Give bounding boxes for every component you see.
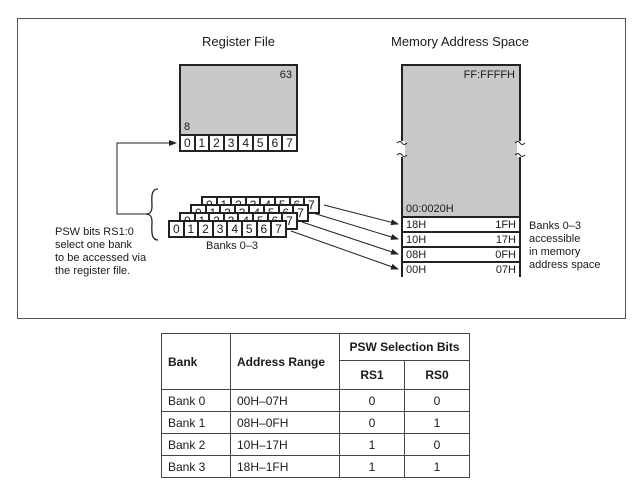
cell-bank: Bank 0: [161, 389, 231, 412]
cell-range: 18H–1FH: [230, 455, 340, 478]
cell-rs0: 1: [404, 455, 470, 478]
memory-note-line: Banks 0–3: [529, 220, 581, 232]
cell-range: 10H–17H: [230, 433, 340, 456]
table-row: Bank 2 10H–17H 1 0: [161, 433, 470, 456]
header-bank: Bank: [161, 333, 231, 390]
psw-note-line: the register file.: [55, 265, 131, 277]
cell-bank: Bank 1: [161, 411, 231, 434]
register-file-cells: 0 1 2 3 4 5 6 7: [179, 134, 298, 152]
header-rs0: RS0: [404, 360, 470, 390]
cell-rs1: 1: [339, 433, 405, 456]
memory-row-bank3: 18H 1FH: [403, 216, 519, 233]
header-rs1: RS1: [339, 360, 405, 390]
table-row: Bank 1 08H–0FH 0 1: [161, 411, 470, 434]
header-psw-bits: PSW Selection Bits: [339, 333, 470, 361]
bank-2-arrow: [312, 212, 399, 240]
banks-label: Banks 0–3: [206, 240, 258, 252]
memory-row-start: 18H: [406, 219, 427, 231]
bank-cell: 7: [272, 222, 285, 236]
bank-1-arrow: [301, 221, 399, 255]
table-row: Bank 0 00H–07H 0 0: [161, 389, 470, 412]
register-cell: 7: [283, 136, 296, 150]
cell-rs1: 1: [339, 455, 405, 478]
memory-row-end: 1FH: [495, 219, 516, 231]
cell-range: 00H–07H: [230, 389, 340, 412]
bank-0-cells: 0 1 2 3 4 5 6 7: [168, 220, 287, 238]
bank-cell: 5: [242, 222, 256, 236]
memory-note-line: accessible: [529, 233, 581, 245]
psw-note-line: select one bank: [55, 239, 133, 251]
register-cell: 2: [210, 136, 223, 150]
memory-note-line: in memory: [529, 246, 581, 258]
diagram-frame: [17, 18, 626, 319]
cell-rs0: 0: [404, 389, 470, 412]
memory-row-start: 08H: [406, 249, 427, 261]
bank-cell: 6: [257, 222, 271, 236]
cell-rs1: 0: [339, 389, 405, 412]
memory-row-bank1: 08H 0FH: [403, 246, 519, 263]
table-row: Bank 3 18H–1FH 1 1: [161, 455, 470, 478]
memory-row-end: 0FH: [495, 249, 516, 261]
memory-row-end: 07H: [495, 264, 516, 276]
header-address-range: Address Range: [230, 333, 340, 390]
memory-row-start: 00H: [406, 264, 427, 276]
bank-cell: 2: [199, 222, 212, 236]
register-cell: 3: [224, 136, 238, 150]
psw-note-line: to be accessed via: [55, 252, 147, 264]
memory-row-bank2: 10H 17H: [403, 231, 519, 248]
bank-cell: 1: [184, 222, 198, 236]
cell-range: 08H–0FH: [230, 411, 340, 434]
memory-bottom-label: 00:0020H: [406, 203, 454, 215]
register-cell: 6: [268, 136, 282, 150]
register-cell: 5: [253, 136, 267, 150]
cell-rs1: 0: [339, 411, 405, 434]
memory-row-start: 10H: [406, 234, 427, 246]
cell-bank: Bank 2: [161, 433, 231, 456]
cell-bank: Bank 3: [161, 455, 231, 478]
psw-note-line: PSW bits RS1:0: [55, 226, 134, 238]
bank-cell: 4: [228, 222, 241, 236]
psw-selection-table: Bank Address Range PSW Selection Bits RS…: [161, 333, 470, 478]
psw-note: PSW bits RS1:0 select one bank to be acc…: [55, 226, 146, 278]
register-file-bottom-label: 8: [184, 121, 191, 133]
bank-3-arrow: [323, 204, 399, 226]
register-file-title: Register File: [202, 34, 275, 49]
memory-break-marks: [396, 141, 526, 157]
register-cell: 1: [195, 136, 209, 150]
bank-cell: 3: [213, 222, 227, 236]
memory-row-bank0: 00H 07H: [403, 261, 519, 278]
psw-connector-arrow: [116, 140, 177, 215]
memory-note: Banks 0–3 accessible in memory address s…: [529, 220, 601, 272]
memory-block: FF:FFFFH 00:0020H 18H 1FH 10H 17H 08H 0F…: [401, 64, 521, 278]
bank-cell: 0: [170, 222, 183, 236]
register-cell: 4: [239, 136, 252, 150]
register-file-top-label: 63: [279, 69, 292, 81]
memory-row-end: 17H: [495, 234, 516, 246]
cell-rs0: 1: [404, 411, 470, 434]
bank-0-arrow: [290, 230, 399, 270]
cell-rs0: 0: [404, 433, 470, 456]
brace-icon: [145, 188, 159, 241]
memory-note-line: address space: [529, 259, 601, 271]
memory-title: Memory Address Space: [391, 34, 530, 49]
register-cell: 0: [181, 136, 194, 150]
memory-top-label: FF:FFFFH: [463, 69, 515, 81]
